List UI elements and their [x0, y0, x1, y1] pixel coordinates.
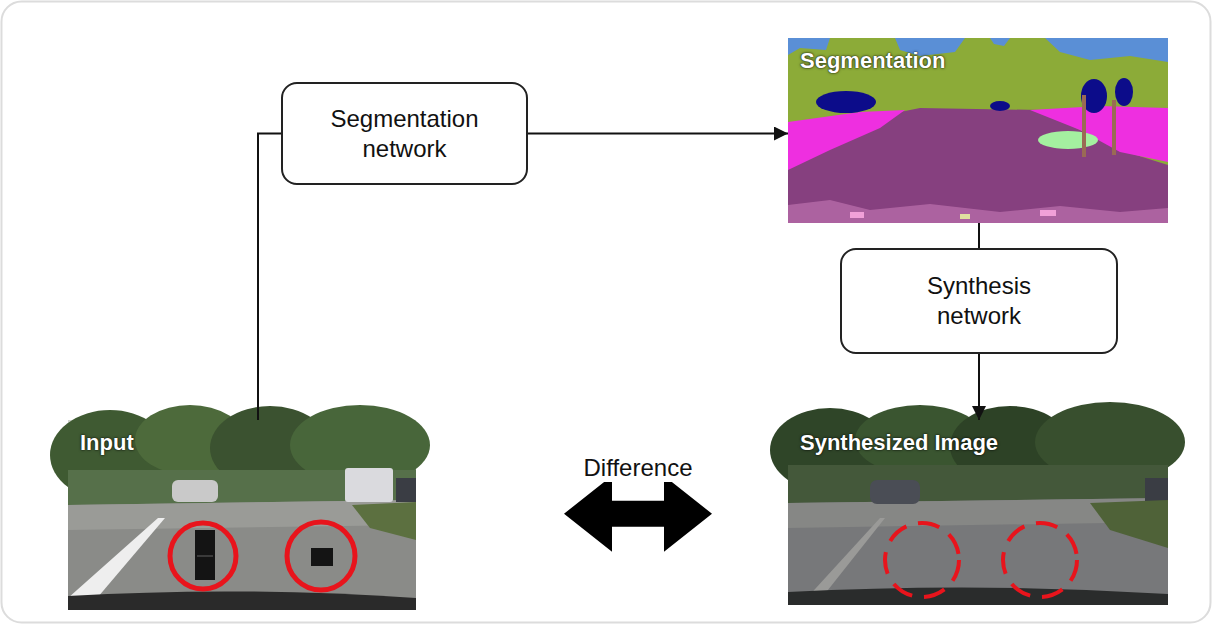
image-label: Synthesized Image: [800, 430, 998, 456]
segmentation-image: Segmentation: [788, 38, 1168, 223]
input-photo-shape: [68, 518, 165, 604]
image-label: Segmentation: [800, 48, 945, 74]
input-photo-shape: [311, 548, 333, 566]
input-photo-shape: [170, 523, 236, 589]
input-photo-shape: [195, 530, 215, 580]
synthesized-photo-shape: [1090, 500, 1168, 548]
input-photo-shape: [396, 478, 416, 502]
synthesized-photo-shape: [870, 480, 920, 504]
segmentation-map: [788, 38, 1168, 223]
synthesized-photo-shape: [885, 523, 959, 597]
synthesized-photo-shape: [1003, 523, 1077, 597]
segmentation-map-shape: [1115, 78, 1133, 106]
image-label: Input: [80, 430, 134, 456]
input-photo-shape: [68, 500, 416, 610]
input-photo-shape: [68, 591, 416, 610]
connector-line: [978, 223, 980, 248]
synthesized-photo-shape: [788, 498, 1168, 605]
connector-line: [258, 134, 281, 421]
double-arrow: [564, 476, 712, 552]
segmentation-map-shape: [1082, 95, 1086, 157]
connector-line: [978, 354, 980, 420]
segmentation-map-shape: [1040, 210, 1056, 216]
segmentation-map-shape: [788, 110, 905, 170]
segmentation-map-shape: [788, 38, 1168, 223]
segmentation-map-shape: [850, 212, 864, 218]
input-photo-shape: [172, 480, 218, 502]
synthesized-photo: [770, 402, 1185, 605]
input-photo: [50, 405, 430, 610]
input-photo-shape: [345, 468, 393, 502]
synthesized-photo-shape: [788, 465, 1168, 503]
connector-line: [528, 133, 788, 135]
segmentation-map-shape: [788, 200, 1168, 223]
segmentation-map-shape: [990, 101, 1010, 111]
input-photo-shape: [197, 555, 213, 557]
process-box: Synthesis network: [840, 248, 1118, 354]
synthesized-photo-shape: [788, 587, 1168, 605]
segmentation-map-shape: [990, 38, 1010, 46]
segmentation-map-shape: [1030, 106, 1168, 162]
input-photo-shape: [352, 502, 416, 540]
box-label: Synthesis network: [904, 271, 1054, 331]
segmentation-map-shape: [960, 214, 970, 219]
segmentation-map-shape: [1038, 131, 1098, 149]
edge-label: Difference: [580, 454, 697, 482]
segmentation-map-shape: [1045, 38, 1168, 62]
input-image: Input: [68, 420, 416, 610]
synthesized-photo-shape: [805, 518, 885, 600]
segmentation-map-shape: [816, 91, 876, 113]
synthesized-photo-shape: [1145, 478, 1168, 502]
synthesized-image: Synthesized Image: [788, 420, 1168, 605]
box-label: Segmentation network: [315, 104, 495, 164]
input-photo-shape: [287, 522, 355, 590]
segmentation-map-shape: [1112, 100, 1116, 155]
process-box: Segmentation network: [281, 82, 528, 185]
